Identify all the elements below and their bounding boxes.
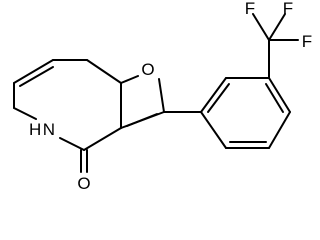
bond — [13, 59, 54, 84]
bond — [120, 75, 139, 84]
bond — [200, 111, 227, 149]
molecule-structure: O O H N F F F — [13, 0, 312, 193]
double-bond-inner — [126, 113, 158, 127]
trifluoromethyl-group — [252, 13, 299, 79]
double-bond-inner — [207, 83, 230, 113]
fluorine-label: F — [283, 0, 293, 18]
bond — [268, 77, 291, 113]
fluorine-label: F — [245, 0, 255, 18]
pyridinone-ring — [13, 59, 122, 151]
bond — [200, 77, 227, 113]
bond — [13, 107, 37, 120]
bond — [83, 127, 122, 151]
bond — [158, 78, 165, 113]
carbonyl-oxygen-label: O — [77, 174, 90, 193]
fluorine-label: F — [302, 32, 312, 51]
carbonyl-group — [80, 149, 88, 173]
bond — [252, 13, 270, 41]
furan-ring — [120, 75, 165, 129]
phenyl-ring — [200, 77, 291, 149]
ring-oxygen-label: O — [141, 60, 154, 79]
bond — [268, 111, 291, 149]
amide-nitrogen-label: H N — [29, 120, 55, 139]
bond — [86, 59, 122, 84]
double-bond-inner — [19, 66, 54, 87]
bond — [268, 13, 286, 41]
double-bond-inner — [265, 83, 284, 113]
bond — [59, 137, 85, 151]
